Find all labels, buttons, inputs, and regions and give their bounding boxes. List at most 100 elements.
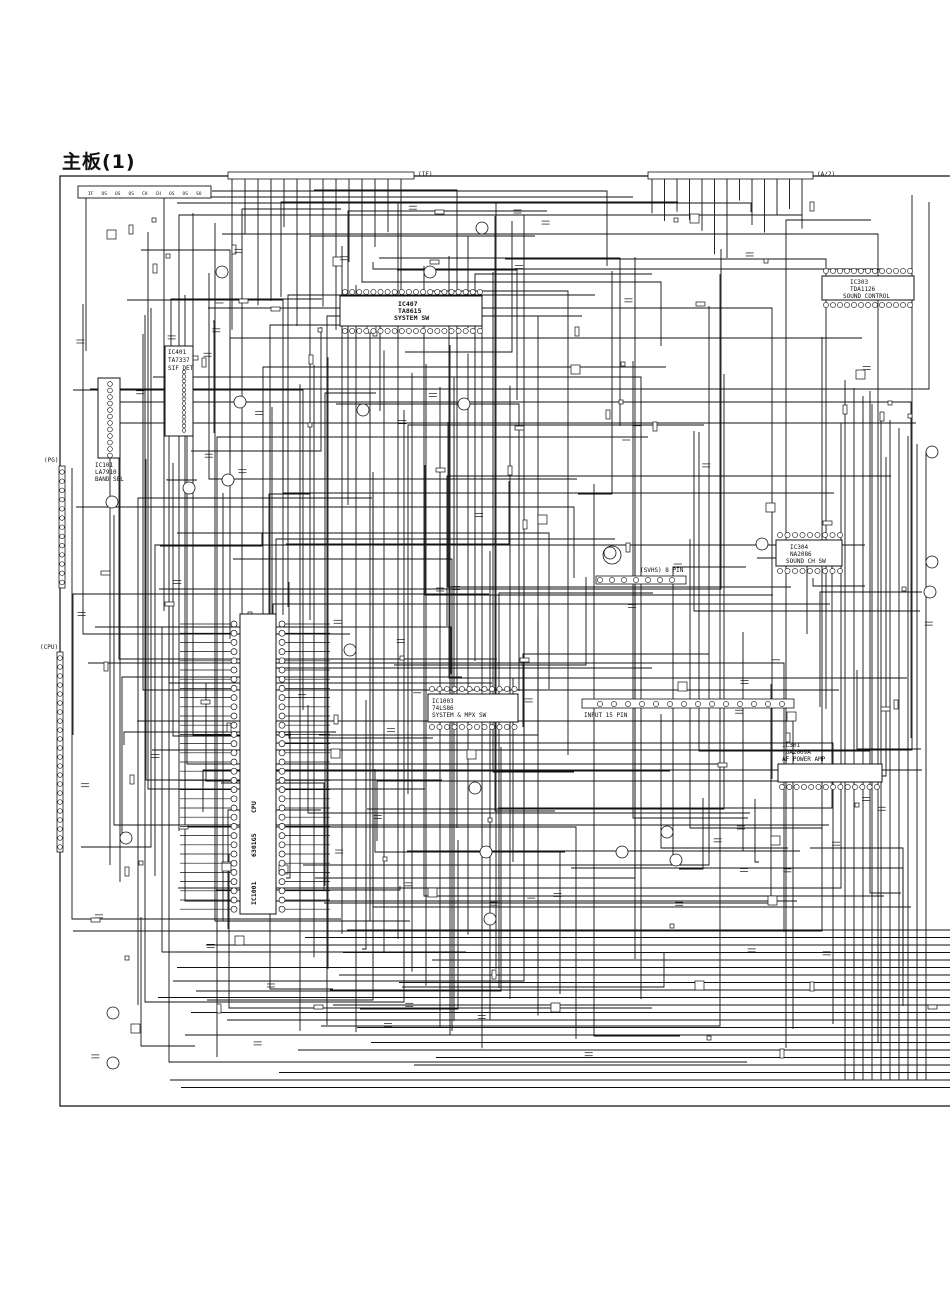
wire [184, 295, 797, 902]
ic1003-pin [489, 686, 495, 692]
input-jack-pin [667, 701, 673, 707]
ic101-pin [107, 381, 113, 387]
cpu-pin [230, 850, 238, 858]
wire [660, 714, 788, 849]
ic303-pin [872, 268, 878, 274]
cpu-pin [278, 878, 286, 885]
svhs-jack-pin [609, 577, 615, 583]
ic407-pin [469, 328, 476, 334]
resistor [152, 263, 158, 274]
ic303-pin [851, 302, 857, 308]
ic1003-pin [474, 724, 480, 730]
ic1003-pin [466, 724, 473, 730]
transistor [468, 781, 482, 795]
ic303-pin [872, 302, 878, 308]
wire [377, 544, 636, 959]
resistor [151, 217, 157, 223]
resistor [809, 981, 815, 992]
connector-pg-pin [59, 515, 65, 521]
wire [137, 497, 372, 1005]
wire [829, 457, 887, 777]
cpu-pin [230, 896, 238, 904]
connector-cpu-pin [57, 781, 63, 787]
wire [307, 705, 750, 814]
input-jack-label: INPUT 15 PIN [584, 712, 628, 719]
ic401-pin [181, 423, 187, 429]
resistor [429, 259, 440, 265]
wire [347, 210, 547, 505]
ic407-pin [441, 328, 448, 334]
ic407-pin [462, 328, 469, 334]
wire [288, 582, 433, 739]
connector-pg-pin [59, 506, 65, 512]
ic401-pin [181, 387, 187, 393]
ic303-pin [858, 268, 864, 274]
resistor [201, 357, 207, 368]
wire [522, 653, 709, 727]
connector-pg-pin [59, 579, 65, 586]
connector-cpu-pin [57, 700, 63, 706]
ic303-pin [823, 268, 829, 274]
wire [170, 298, 322, 348]
ic304-pin [792, 532, 798, 538]
wire [812, 578, 865, 587]
transistor [660, 825, 674, 839]
ic304-pin [784, 568, 791, 574]
cpu-pin [278, 869, 286, 876]
ic401-pin [181, 374, 187, 379]
ic304-pin [807, 532, 813, 538]
ic407-pin [349, 328, 355, 334]
cpu-pin [278, 896, 286, 904]
transistor [233, 395, 247, 409]
ic407-pin [420, 289, 426, 295]
ic301-part: TDA2009A [782, 749, 811, 756]
transistor [182, 481, 196, 495]
ic304-pin [837, 568, 843, 574]
svhs-jack-pin [669, 577, 675, 583]
resistor [879, 411, 885, 422]
cpu-pin [230, 832, 238, 839]
resistor [487, 817, 493, 823]
resistor [330, 748, 341, 759]
ic301-pin [779, 784, 785, 790]
ic303-part: TDA1126 [850, 286, 876, 293]
resistor [165, 253, 171, 259]
wire [869, 391, 901, 894]
resistor [221, 861, 232, 872]
wire [177, 532, 550, 689]
cpu-pin [230, 813, 238, 821]
connector-pg-pin [59, 570, 65, 576]
ic1001-part: 6301G5 [250, 833, 258, 857]
wire [672, 566, 746, 864]
ic303-pin [886, 268, 892, 274]
tuner-pin-label: OS [169, 191, 175, 197]
ic101-pin [107, 394, 113, 400]
cpu-pin [230, 666, 238, 674]
ic407-pin [398, 289, 405, 295]
tuner-pin-label: OS [129, 191, 135, 197]
wire [212, 190, 608, 266]
cpu-pin [230, 823, 238, 830]
ic303-pin [837, 268, 843, 274]
ic407-pin [391, 289, 398, 295]
wire [166, 479, 197, 481]
connector-cpu-pin [57, 682, 63, 688]
wire [321, 274, 721, 1027]
transistor [615, 845, 629, 859]
ic304-pin [784, 532, 791, 538]
connector-cpu-pin [57, 772, 63, 778]
connector-cpu-pin [57, 673, 63, 679]
connector-cpu-pin [57, 745, 63, 751]
resistor [706, 1035, 712, 1041]
ic407-pin [356, 289, 363, 295]
tuner-pin-label: SO [196, 191, 202, 197]
ic304-pin [799, 532, 806, 538]
ic1003-func: SYSTEM & MPX SW [432, 712, 487, 719]
cpu-pin [278, 887, 286, 895]
wire [185, 826, 577, 1039]
wire [268, 742, 834, 1024]
ic1001-label: IC1001 6301G5 CPU [250, 801, 258, 905]
wire [689, 539, 822, 829]
resistor [382, 856, 388, 862]
